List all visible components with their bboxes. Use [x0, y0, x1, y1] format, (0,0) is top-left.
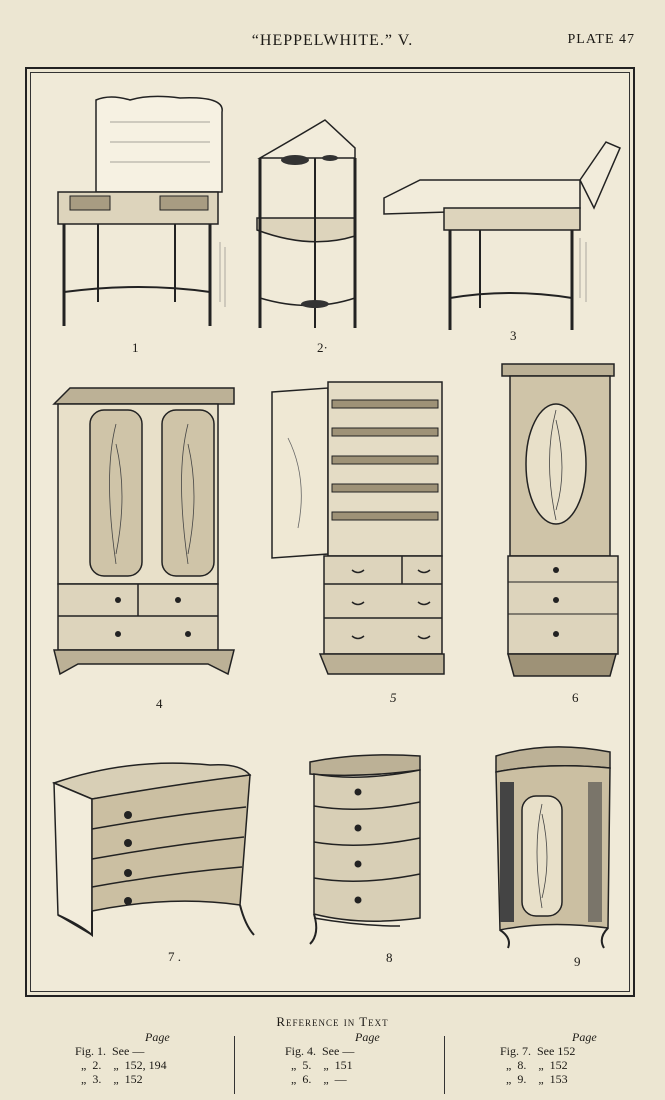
reference-title: Reference in Text [276, 1014, 389, 1029]
figure-7: 7 . [40, 735, 280, 970]
folding-top-dressing-table-icon [383, 141, 621, 330]
plate-title: “HEPPELWHITE.” V. [251, 32, 414, 49]
figure-number: 2· [317, 340, 328, 355]
figure-4: 4 [48, 384, 248, 714]
figure-number: 3 [510, 328, 517, 343]
figure-8: 8 [300, 748, 430, 973]
reference-row: „ 2. „ 152, 194 [75, 1058, 167, 1072]
open-linen-press-icon [271, 381, 445, 675]
serpentine-chest-icon [51, 762, 255, 938]
page-heading: Page [572, 1030, 597, 1044]
bow-front-chest-icon [309, 754, 421, 945]
figure-3: 3 [380, 138, 625, 358]
reference-row: „ 6. „ — [285, 1072, 347, 1086]
column-divider [444, 1036, 445, 1094]
reference-row: Fig. 7. See 152 [500, 1044, 576, 1058]
page-heading: Page [355, 1030, 380, 1044]
demilune-commode-icon [495, 746, 611, 949]
figure-number: 8 [386, 950, 393, 965]
reference-row: Fig. 1. See — [75, 1044, 145, 1058]
page-header: “HEPPELWHITE.” V. PLATE 47 [0, 32, 665, 58]
column-divider [234, 1036, 235, 1094]
reference-row: „ 8. „ 152 [500, 1058, 568, 1072]
figure-6: 6 [498, 360, 628, 710]
wardrobe-icon [52, 387, 235, 676]
figure-number: 7 . [168, 949, 181, 964]
plate-number: PLATE 47 [567, 32, 635, 47]
reference-row: „ 5. „ 151 [285, 1058, 353, 1072]
figure-number: 5 [390, 690, 397, 705]
reference-column-1: Page Fig. 1. See — „ 2. „ 152, 194 „ 3. … [75, 1030, 170, 1086]
reference-row: „ 3. „ 152 [75, 1072, 143, 1086]
figure-number: 4 [156, 696, 163, 711]
reference-column-2: Page Fig. 4. See — „ 5. „ 151 „ 6. „ — [285, 1030, 380, 1086]
page-heading: Page [145, 1030, 170, 1044]
corner-washstand-icon [256, 119, 357, 328]
reference-column-3: Page Fig. 7. See 152 „ 8. „ 152 „ 9. „ 1… [500, 1030, 597, 1086]
reference-row: Fig. 4. See — [285, 1044, 355, 1058]
lift-top-dressing-table-icon [57, 95, 226, 326]
figure-9: 9 [488, 738, 618, 973]
figure-number: 9 [574, 954, 581, 969]
figure-2: 2· [255, 118, 365, 358]
figure-number: 1 [132, 340, 139, 355]
figure-number: 6 [572, 690, 579, 705]
reference-row: „ 9. „ 153 [500, 1072, 568, 1086]
tallboy-oval-panel-icon [501, 363, 619, 677]
figure-1: 1 [50, 92, 230, 355]
figure-5: 5 [268, 378, 448, 708]
